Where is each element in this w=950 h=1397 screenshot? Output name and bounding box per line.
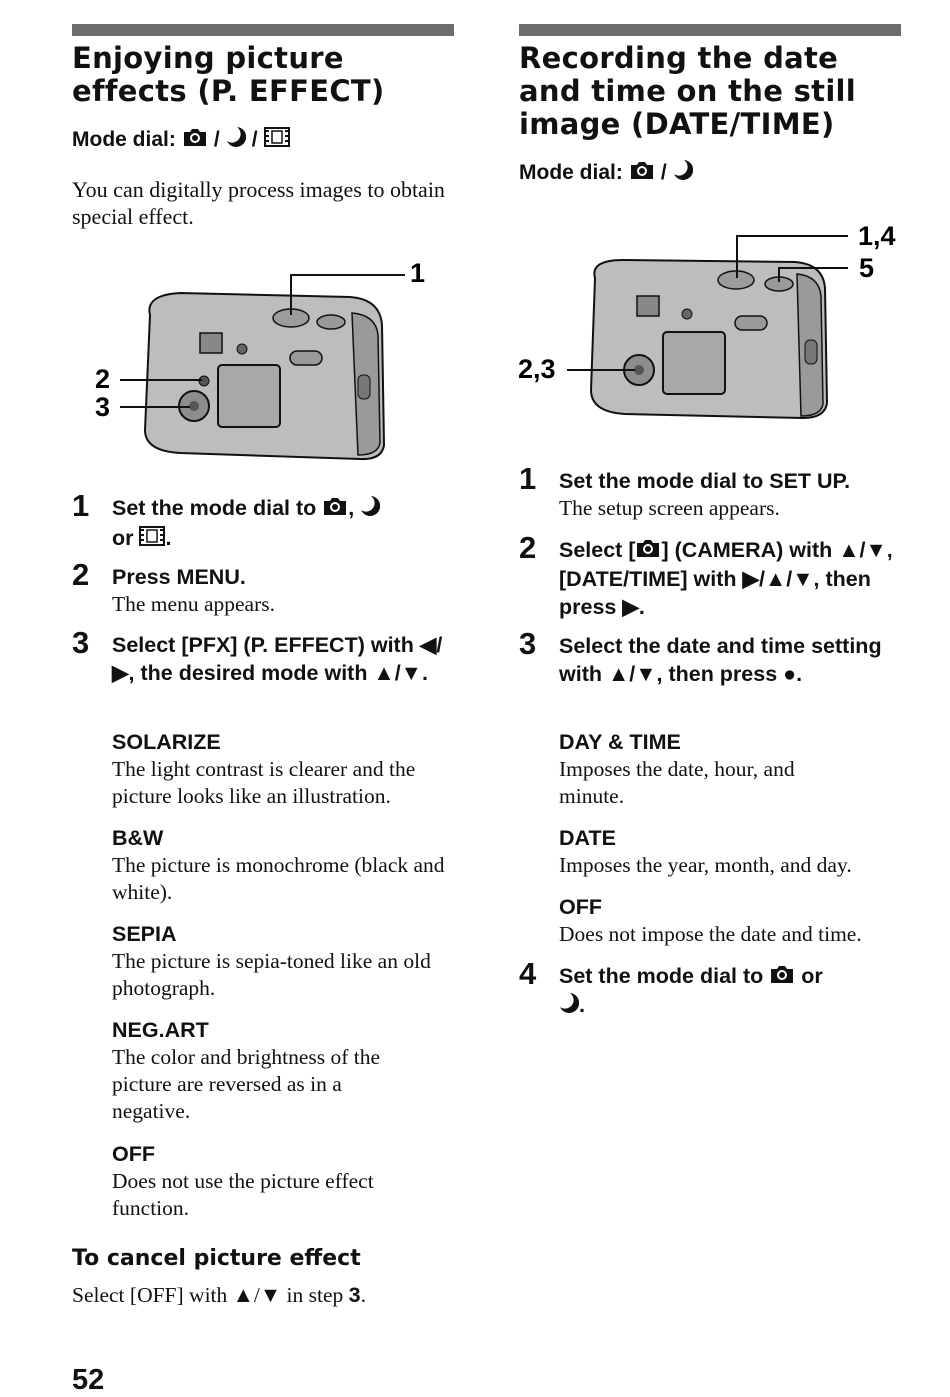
callout-3: 3 — [95, 392, 110, 422]
movie-film-icon — [139, 525, 166, 554]
callout-line-5 — [778, 267, 848, 282]
step-instruction: Select the date and time setting with ▲/… — [559, 634, 882, 686]
moon-icon — [226, 126, 246, 154]
moon-icon — [360, 495, 381, 524]
mode-dial-label: Mode dial: — [519, 161, 623, 184]
step-number: 1 — [519, 461, 537, 496]
mode-dial-label: Mode dial: — [72, 128, 176, 151]
option-sepia: SEPIA The picture is sepia-toned like an… — [112, 922, 431, 1000]
callout-1-4: 1,4 — [858, 221, 896, 251]
callout-5: 5 — [859, 253, 874, 283]
option-date: DATE Imposes the year, month, and day. — [559, 826, 852, 877]
step-number: 1 — [72, 488, 90, 523]
step-result: The menu appears. — [112, 592, 275, 616]
callout-line-1 — [290, 274, 405, 315]
step-instruction: Set the mode dial to SET UP. — [559, 469, 851, 493]
option-solarize: SOLARIZE The light contrast is clearer a… — [112, 730, 416, 808]
movie-film-icon — [263, 126, 290, 154]
moon-icon — [673, 159, 693, 187]
callout-line-1-4 — [736, 235, 848, 278]
step-instruction: Select [PFX] (P. EFFECT) with ◀/▶, the d… — [112, 633, 443, 685]
camera-illustration-left: 1 2 3 — [95, 258, 425, 461]
left-step-2: 2 Press MENU. The menu appears. — [72, 557, 472, 618]
camera-icon — [769, 963, 795, 991]
right-mode-dial: Mode dial: / — [519, 159, 901, 187]
option-bw: B&W The picture is monochrome (black and… — [112, 826, 445, 904]
callout-2: 2 — [95, 364, 110, 394]
section-bar — [519, 24, 901, 36]
callout-2-3: 2,3 — [518, 354, 556, 384]
step-number: 2 — [519, 530, 537, 565]
step-number: 4 — [519, 956, 537, 991]
camera-body — [589, 258, 829, 420]
left-mode-dial: Mode dial: / / — [72, 126, 454, 154]
step-number: 2 — [72, 557, 90, 592]
option-off-left: OFF Does not use the picture effect func… — [112, 1142, 374, 1220]
moon-icon — [559, 992, 580, 1021]
section-bar — [72, 24, 454, 36]
camera-icon — [629, 160, 655, 186]
camera-body — [143, 291, 386, 461]
right-step-3: 3 Select the date and time setting with … — [519, 626, 909, 688]
cancel-text: Select [OFF] with ▲/▼ in step 3. — [72, 1283, 366, 1307]
left-step-3: 3 Select [PFX] (P. EFFECT) with ◀/▶, the… — [72, 625, 462, 687]
page-number: 52 — [72, 1364, 105, 1396]
step-number: 3 — [519, 626, 537, 661]
right-step-2: 2 Select [] (CAMERA) with ▲/▼, [DATE/TIM… — [519, 530, 893, 620]
option-day-time: DAY & TIME Imposes the date, hour, and m… — [559, 730, 795, 808]
right-step-4: 4 Set the mode dial to or . — [519, 956, 909, 1021]
camera-illustration-right: 1,4 5 2,3 — [518, 221, 896, 420]
option-neg-art: NEG.ART The color and brightness of the … — [112, 1018, 381, 1123]
left-intro: You can digitally process images to obta… — [72, 177, 445, 229]
step-result: The setup screen appears. — [559, 496, 780, 520]
callout-1: 1 — [410, 258, 425, 288]
camera-icon — [322, 495, 348, 523]
camera-icon — [182, 127, 208, 153]
right-step-1: 1 Set the mode dial to SET UP. The setup… — [519, 461, 909, 522]
left-step-1: 1 Set the mode dial to , or . — [72, 488, 472, 554]
step-instruction: Press MENU. — [112, 565, 246, 589]
cancel-heading: To cancel picture effect — [72, 1246, 361, 1271]
option-off-right: OFF Does not impose the date and time. — [559, 895, 862, 946]
camera-icon — [635, 537, 661, 565]
step-number: 3 — [72, 625, 90, 660]
